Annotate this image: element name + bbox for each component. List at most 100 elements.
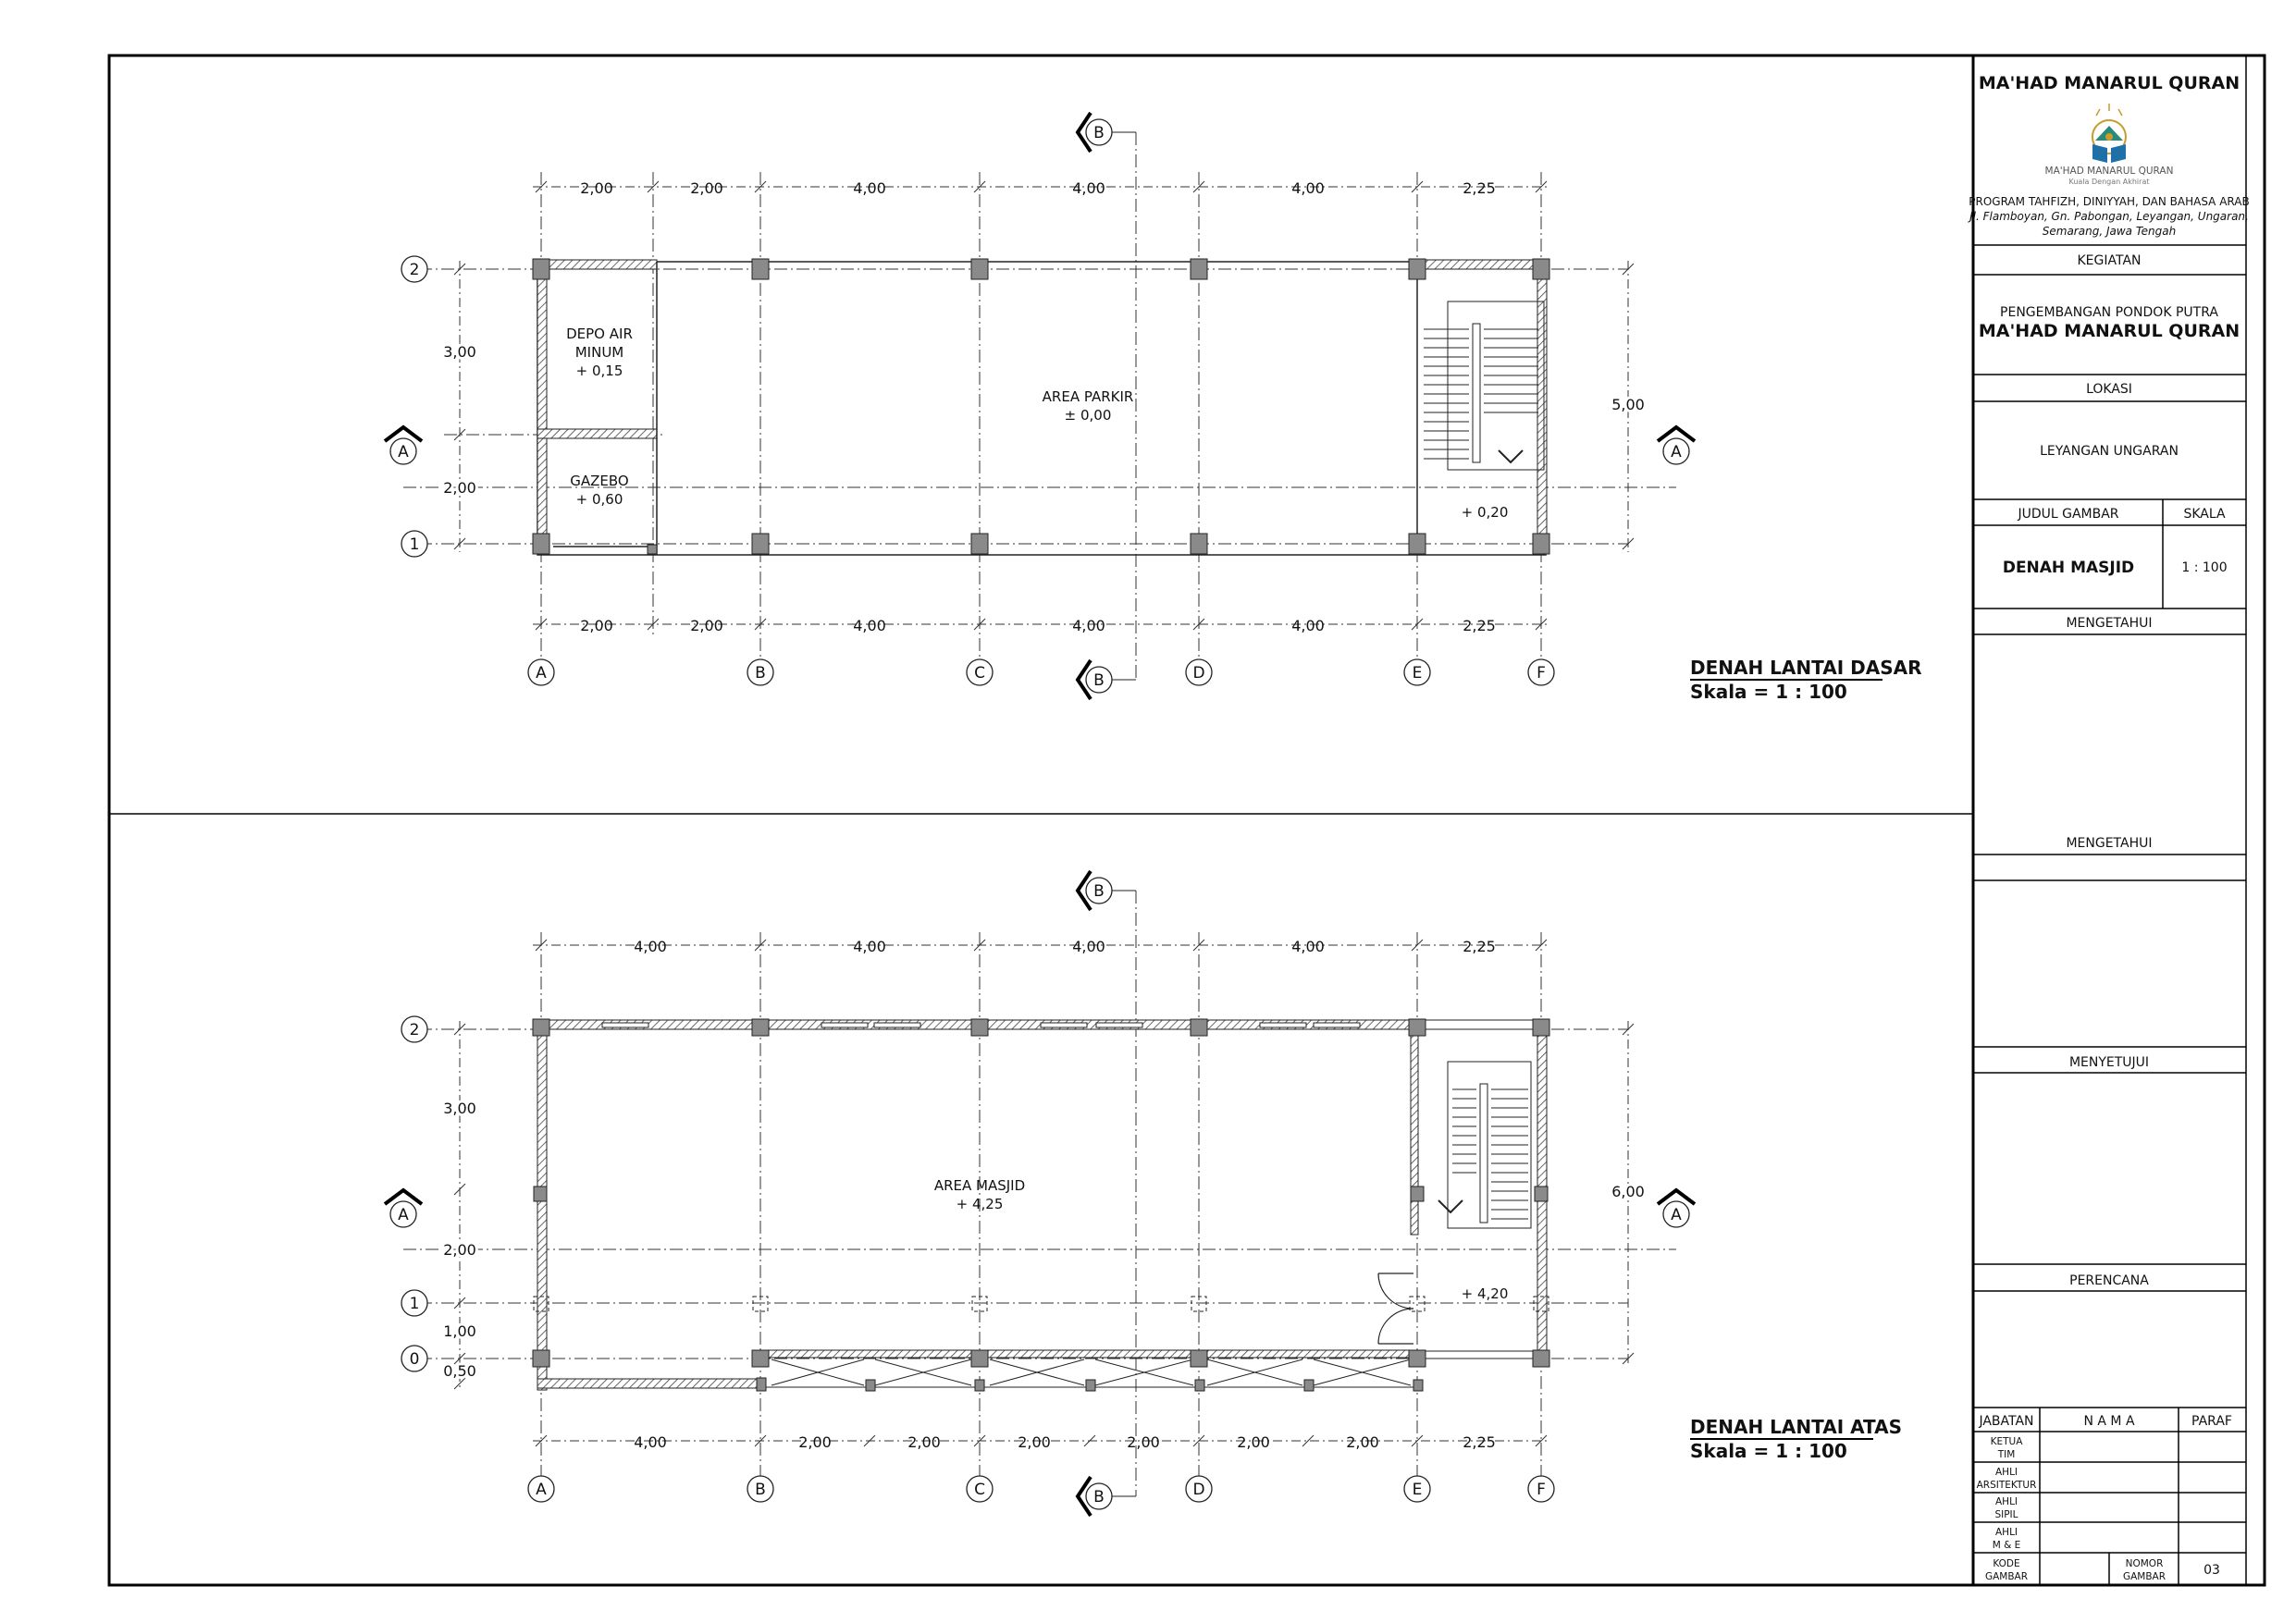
plan2-room-stair-level: + 4,20 [1462, 1285, 1509, 1302]
menyetujui-label: MENYETUJUI [2069, 1055, 2149, 1070]
plan1-thin-walls [553, 262, 1418, 555]
plan2-section-a-left: A [383, 1187, 424, 1228]
plan2-section-b-top: B [1075, 869, 1136, 912]
nomor-gambar-line2: GAMBAR [2123, 1571, 2166, 1582]
plan2-dim-bottom-6: 2,00 [1237, 1433, 1270, 1451]
plan1-room-parkir-line1: AREA PARKIR [1043, 388, 1134, 405]
role-arsitektur-line2: ARSITEKTUR [1977, 1480, 2037, 1491]
plan1-section-a-right: A [1656, 424, 1697, 465]
plan2-staircase [1438, 1061, 1532, 1229]
org-name: MA'HAD MANARUL QURAN [1979, 73, 2240, 93]
plan2-grid-a: A [536, 1481, 547, 1499]
plan1-grid-1: 1 [410, 535, 420, 554]
plan2-dim-left-2: 2,00 [443, 1241, 476, 1259]
upper-floor-plan: 4,00 4,00 4,00 4,00 2,25 4,00 2,00 2,00 … [383, 869, 1902, 1518]
judul-gambar-value: DENAH MASJID [2003, 559, 2134, 577]
plan1-dim-top-6: 2,25 [1463, 179, 1496, 197]
plan1-room-stair-level: + 0,20 [1462, 504, 1509, 521]
plan2-grid-1: 1 [410, 1295, 420, 1313]
plan2-dim-left-3: 1,00 [443, 1322, 476, 1340]
sheet-border [107, 54, 2266, 1587]
plan2-dim-right: 6,00 [1611, 1183, 1645, 1200]
plan2-dim-top-4: 4,00 [1291, 938, 1325, 955]
kegiatan-line2: MA'HAD MANARUL QURAN [1979, 321, 2240, 341]
kode-gambar-line1: KODE [1993, 1558, 2019, 1569]
plan1-dim-bottom-3: 4,00 [853, 617, 886, 634]
plan1-room-depo-line2: MINUM [575, 344, 624, 361]
plan2-section-a-right: A [1656, 1187, 1697, 1228]
plan1-dim-bottom-2: 2,00 [690, 617, 723, 634]
plan2-room-masjid-line2: + 4,25 [957, 1196, 1004, 1212]
svg-text:B: B [1093, 124, 1105, 142]
plan2-scale: Skala = 1 : 100 [1690, 1440, 1847, 1462]
plan1-title: DENAH LANTAI DASAR [1690, 657, 1921, 679]
plan2-grid-e: E [1413, 1481, 1423, 1499]
plan2-lower-columns [533, 1296, 1549, 1312]
plan2-grid-f: F [1537, 1481, 1546, 1499]
plan2-grid-lines [419, 932, 1628, 1478]
plan1-grid-bubbles [401, 255, 1555, 686]
plan1-grid-lines [419, 172, 1628, 658]
plan1-dimension-lines [453, 180, 1635, 631]
nomor-gambar-line1: NOMOR [2126, 1558, 2164, 1569]
role-ketua-line1: KETUA [1991, 1436, 2024, 1447]
plan1-room-depo-line3: + 0,15 [576, 363, 623, 379]
kegiatan-line1: PENGEMBANGAN PONDOK PUTRA [2000, 305, 2218, 320]
role-sipil-line1: AHLI [1995, 1496, 2018, 1507]
plan2-grid-0: 0 [410, 1350, 420, 1369]
plan2-dim-bottom-8: 2,25 [1463, 1433, 1496, 1451]
plan2-grid-d: D [1192, 1481, 1204, 1499]
lokasi-value: LEYANGAN UNGARAN [2040, 444, 2179, 459]
ground-floor-plan: 2,00 2,00 4,00 4,00 4,00 2,25 2,00 2,00 … [383, 111, 1921, 703]
plan2-dim-bottom-3: 2,00 [907, 1433, 941, 1451]
plan2-dim-bottom-2: 2,00 [798, 1433, 832, 1451]
plan2-title: DENAH LANTAI ATAS [1690, 1416, 1902, 1438]
svg-text:A: A [1671, 1206, 1682, 1224]
plan1-building-outline [537, 261, 1547, 556]
org-address-line1: Jl. Flamboyan, Gn. Pabongan, Leyangan, U… [1968, 210, 2249, 223]
nama-header: N A M A [2083, 1414, 2134, 1429]
plan1-dim-top-4: 4,00 [1072, 179, 1105, 197]
plan2-grid-2: 2 [410, 1021, 420, 1039]
plan2-dim-bottom-5: 2,00 [1127, 1433, 1160, 1451]
mengetahui-1-label: MENGETAHUI [2066, 616, 2152, 631]
kegiatan-label: KEGIATAN [2077, 253, 2141, 268]
plan2-dim-left-4: 0,50 [443, 1362, 476, 1380]
svg-text:B: B [1093, 1488, 1105, 1506]
plan1-room-depo-line1: DEPO AIR [566, 326, 633, 342]
jabatan-header: JABATAN [1978, 1414, 2033, 1429]
plan1-dim-bottom-5: 4,00 [1291, 617, 1325, 634]
plan2-door [1377, 1273, 1414, 1345]
plan2-section-b-bottom: B [1075, 1475, 1136, 1518]
plan1-grid-a: A [536, 664, 547, 682]
role-sipil-line2: SIPIL [1994, 1509, 2018, 1520]
role-me-line2: M & E [1993, 1540, 2021, 1551]
plan1-section-b-bottom: B [1075, 658, 1136, 701]
plan2-grid-b: B [755, 1481, 766, 1499]
svg-text:A: A [398, 443, 409, 461]
plan1-dim-bottom-1: 2,00 [580, 617, 613, 634]
plan1-grid-f: F [1537, 664, 1546, 682]
role-me-line1: AHLI [1995, 1527, 2018, 1538]
plan1-dim-top-3: 4,00 [853, 179, 886, 197]
svg-text:B: B [1093, 671, 1105, 690]
title-block [1973, 55, 2247, 1585]
lokasi-label: LOKASI [2086, 382, 2132, 397]
plan1-grid-2: 2 [410, 261, 420, 279]
mengetahui-2-label: MENGETAHUI [2066, 836, 2152, 851]
plan1-walls [537, 259, 1548, 554]
plan1-grid-b: B [755, 664, 766, 682]
plan1-dim-top-5: 4,00 [1291, 179, 1325, 197]
plan1-dim-top-1: 2,00 [580, 179, 613, 197]
skala-value: 1 : 100 [2181, 560, 2227, 575]
plan2-dim-left-1: 3,00 [443, 1100, 476, 1117]
plan2-room-masjid-line1: AREA MASJID [934, 1177, 1025, 1194]
org-program: PROGRAM TAHFIZH, DINIYYAH, DAN BAHASA AR… [1969, 195, 2249, 208]
plan2-dim-top-1: 4,00 [634, 938, 667, 955]
plan1-room-gazebo-line1: GAZEBO [570, 473, 628, 489]
plan2-terrace [760, 1019, 1537, 1388]
plan2-dim-top-2: 4,00 [853, 938, 886, 955]
judul-gambar-label: JUDUL GAMBAR [2017, 507, 2118, 522]
plan1-grid-c: C [974, 664, 985, 682]
